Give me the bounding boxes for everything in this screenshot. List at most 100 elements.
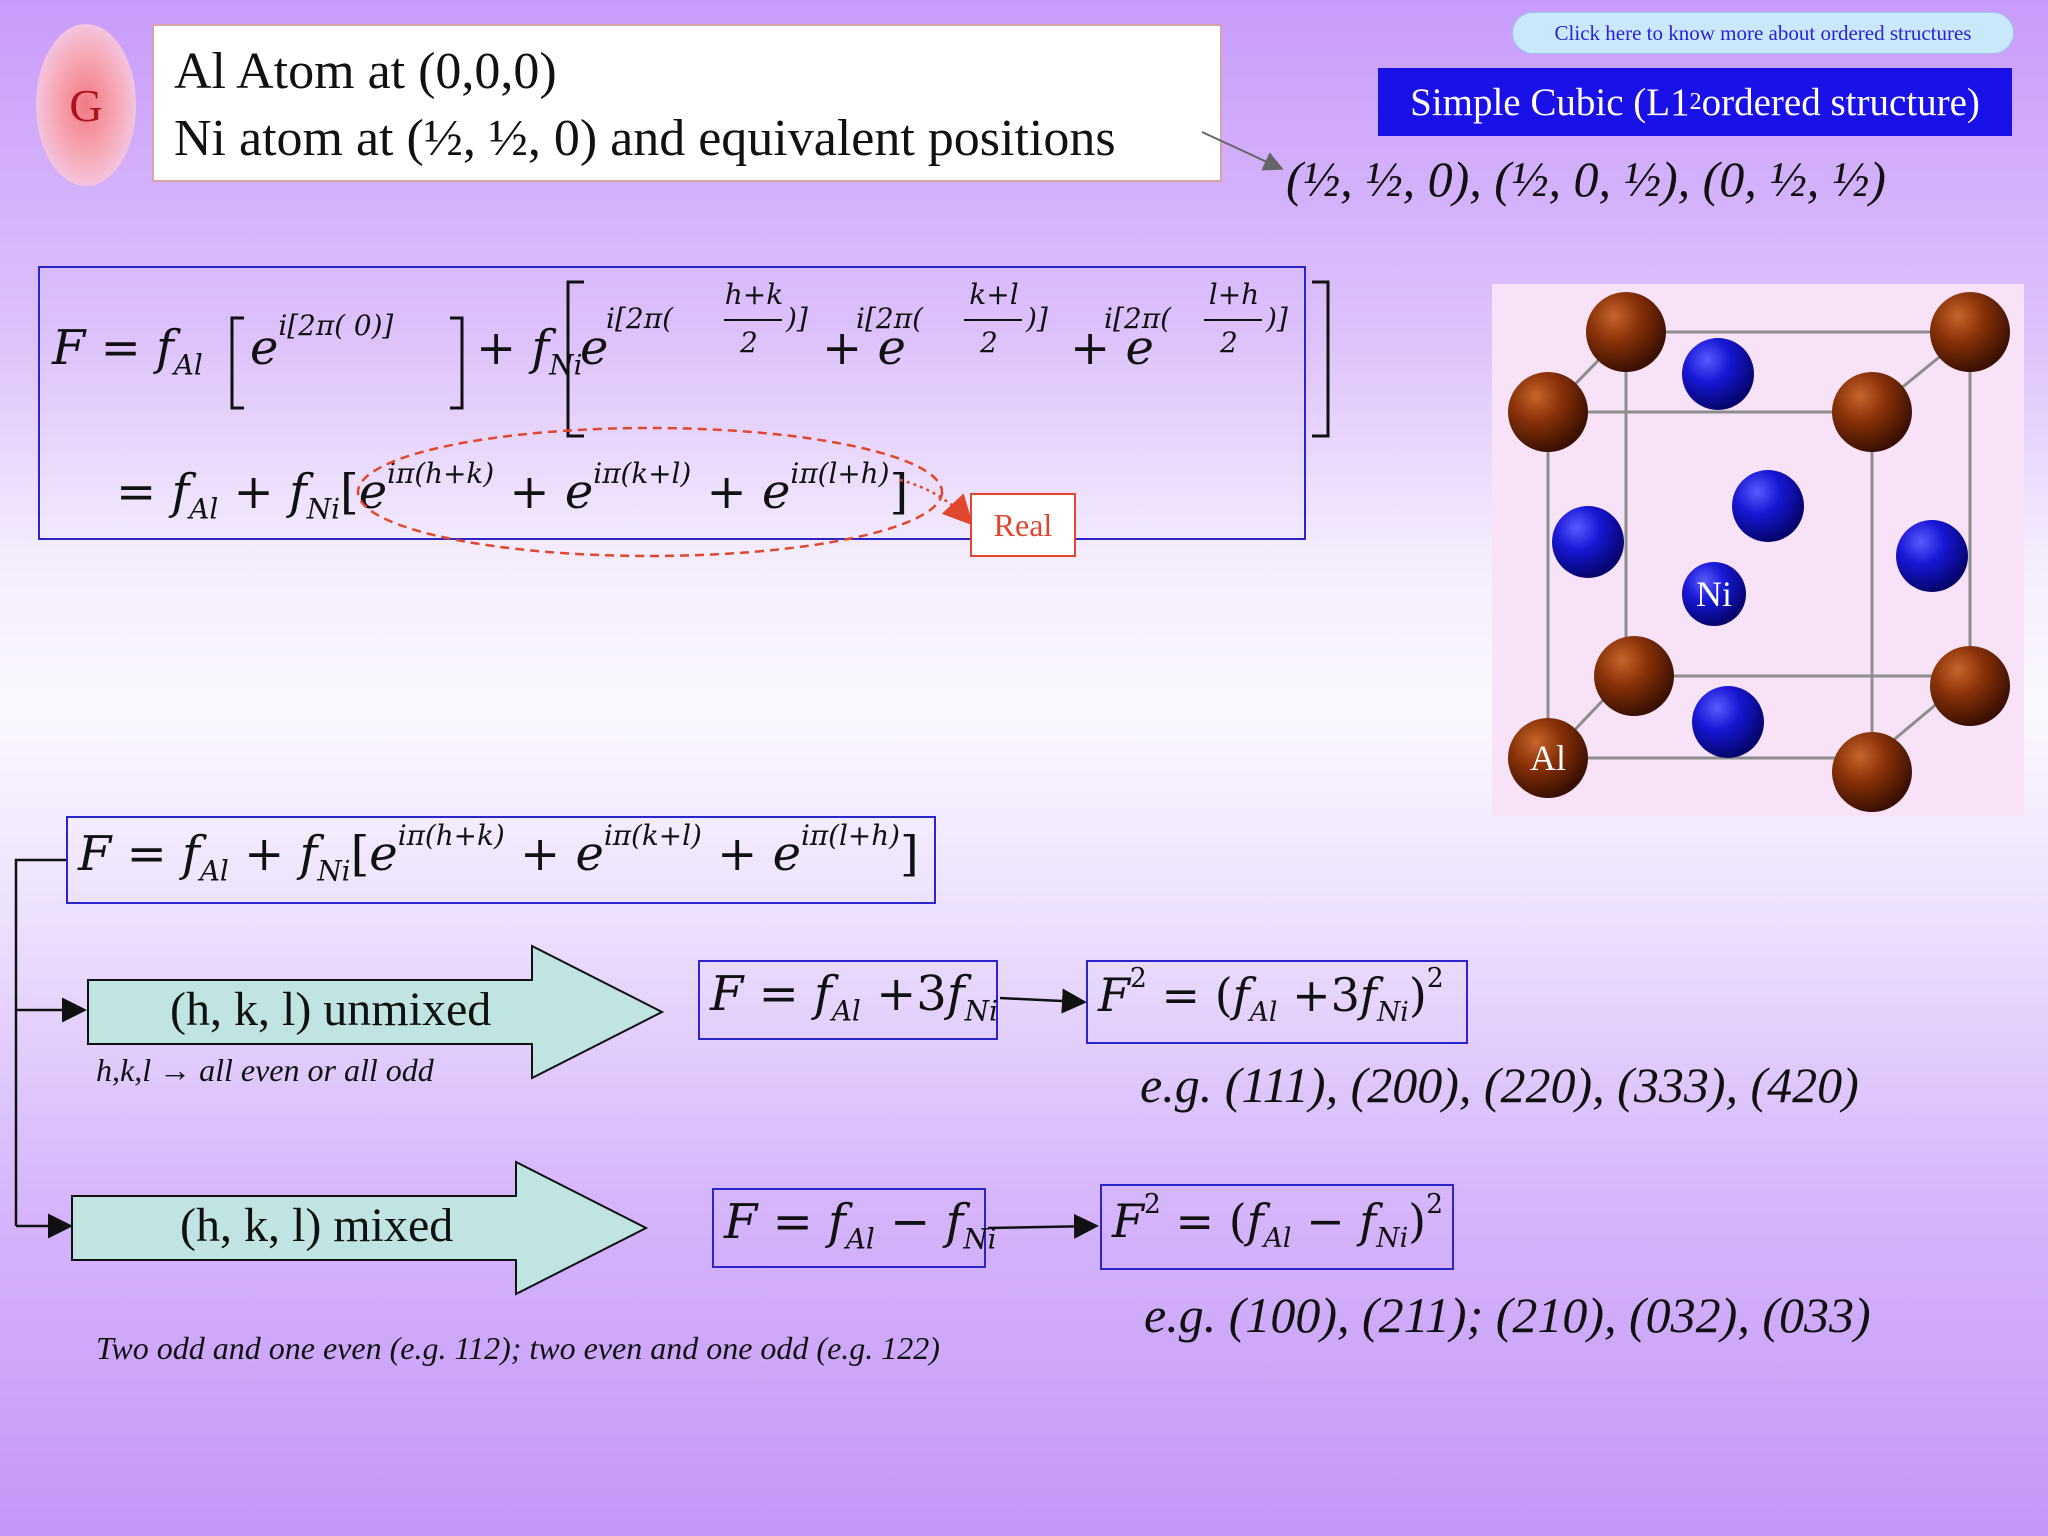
al-subscript: Al: [1263, 1223, 1292, 1255]
e-symbol: e: [250, 320, 279, 376]
unmixed-label: (h, k, l) unmixed: [170, 983, 492, 1036]
f-ni-symbol: f: [1359, 1194, 1377, 1248]
f-al-symbol: f: [828, 1194, 846, 1250]
frac2-num: k+l: [969, 278, 1019, 311]
al-subscript: Al: [189, 492, 219, 526]
exp-zero: i[2π( 0)]: [278, 309, 394, 342]
general-structure-factor: F = fAl + fNi[eiπ(h+k) + eiπ(k+l) + eiπ(…: [66, 816, 936, 904]
ni-exp-3-base: + e: [1070, 320, 1154, 376]
f-al-symbol: f: [156, 320, 174, 376]
ni-exp-2-base: + e: [822, 320, 906, 376]
ni-subscript: Ni: [964, 994, 998, 1028]
square-exponent: 2: [1426, 1188, 1444, 1220]
badge-letter: G: [69, 79, 103, 131]
lhs-F: F: [78, 826, 112, 882]
f-al-symbol: f: [171, 464, 190, 520]
e-symbol: e: [575, 826, 604, 882]
general-exp-3: iπ(l+h): [800, 819, 901, 852]
al-exponential: ei[2π( 0)]: [250, 309, 393, 376]
real-label: Real: [970, 493, 1076, 557]
f-ni-symbol: f: [1359, 968, 1377, 1022]
ni-exp-2-pre: i[2π(: [856, 302, 924, 335]
lhs-F: F: [1098, 968, 1130, 1022]
mixed-F: F = fAl − fNi: [724, 1194, 997, 1256]
f-ni-symbol: f: [945, 1194, 964, 1250]
al-atom-label: Al: [1530, 738, 1566, 778]
ni-subscript: Ni: [549, 348, 583, 382]
al-atom-text: Al Atom at (0,0,0): [174, 43, 557, 100]
structure-title-main: Simple Cubic (L1: [1410, 80, 1690, 124]
ni-subscript: Ni: [1376, 1223, 1409, 1255]
structure-factor-derivation: F = fAl ei[2π( 0)] + fNi e i[2π( h+k 2 )…: [38, 266, 1330, 540]
pointer-arrow: [1201, 131, 1284, 171]
mixed-label: (h, k, l) mixed: [180, 1199, 454, 1252]
unmixed-F: F = fAl +3fNi: [710, 966, 998, 1028]
l12-unit-cell-figure: Ni Al: [1492, 284, 2024, 816]
f-ni-symbol: f: [299, 826, 318, 882]
equivalent-positions: (½, ½, 0), (½, 0, ½), (0, ½, ½): [1286, 151, 1886, 207]
f-al-symbol: f: [182, 826, 200, 882]
ni-exp-2-post: )]: [1026, 302, 1048, 335]
line2-exp-3: iπ(l+h): [790, 457, 890, 490]
line2-exp-1: iπ(h+k): [387, 457, 495, 490]
ni-exp-1-pre: i[2π(: [606, 302, 673, 335]
mixed-arrow-shape: [71, 1160, 649, 1296]
al-subscript: Al: [831, 994, 861, 1028]
e-symbol: e: [564, 464, 594, 520]
unmixed-F2: F2 = (fAl +3fNi)2: [1098, 962, 1444, 1029]
ni-exp-1-base: e: [580, 320, 608, 376]
line2-exp-2: iπ(k+l): [593, 457, 692, 490]
ni-atom-text: Ni atom at (½, ½, 0) and equivalent posi…: [174, 110, 1116, 167]
al-subscript: Al: [199, 854, 229, 888]
ni-subscript: Ni: [317, 854, 351, 888]
f-al-symbol: f: [1246, 1194, 1264, 1248]
ni-exp-1-post: )]: [786, 302, 808, 335]
atom-positions-box: Al Atom at (0,0,0) Ni atom at (½, ½, 0) …: [152, 24, 1222, 182]
real-part-highlight: [356, 426, 974, 558]
ni-atoms: [1552, 338, 1968, 758]
unmixed-coefficient: 3: [1330, 968, 1360, 1022]
square-exponent: 2: [1129, 962, 1147, 994]
mixed-note: Two odd and one even (e.g. 112); two eve…: [96, 1330, 940, 1366]
e-symbol: e: [369, 826, 398, 882]
derivation-line-2: = fAl + fNi[eiπ(h+k) + eiπ(k+l) + eiπ(l+…: [116, 457, 909, 526]
ordered-structures-link[interactable]: Click here to know more about ordered st…: [1512, 12, 2014, 54]
e-symbol: e: [1125, 320, 1154, 376]
unit-cell-svg: Ni Al: [1508, 292, 2010, 812]
ni-atom-label: Ni: [1696, 574, 1732, 614]
al-atoms: [1508, 292, 2010, 812]
lhs-F: F: [1112, 1194, 1144, 1248]
square-exponent: 2: [1143, 1188, 1161, 1220]
square-exponent: 2: [1426, 962, 1444, 994]
f-ni-symbol: f: [946, 966, 965, 1022]
lhs-F: F: [52, 320, 86, 376]
frac1-num: h+k: [724, 278, 784, 311]
exp-pre: i[2π(: [606, 302, 674, 335]
e-symbol: e: [762, 464, 791, 520]
mixed-F2: F2 = (fAl − fNi)2: [1112, 1188, 1444, 1255]
unmixed-note: h,k,l → all even or all odd: [96, 1052, 434, 1088]
e-symbol: e: [877, 320, 906, 376]
derivation-line-1: F = fAl: [52, 320, 203, 382]
ni-exp-3-post: )]: [1266, 302, 1288, 335]
lhs-F: F: [710, 966, 744, 1022]
general-formula: F = fAl + fNi[eiπ(h+k) + eiπ(k+l) + eiπ(…: [78, 819, 919, 888]
unmixed-coefficient: 3: [916, 966, 947, 1022]
structure-title-end: ordered structure): [1701, 80, 1980, 124]
branch-connector: [14, 858, 87, 1239]
mixed-F2-box: F2 = (fAl − fNi)2: [1100, 1184, 1454, 1270]
frac2-den: 2: [980, 326, 998, 359]
e-symbol: e: [358, 464, 388, 520]
unmixed-square-arrow: [999, 988, 1087, 1014]
bracket-ni-term: [566, 280, 1330, 438]
mixed-F-box: F = fAl − fNi: [712, 1188, 997, 1268]
structure-title-sub: 2: [1689, 88, 1702, 115]
al-subscript: Al: [173, 348, 203, 382]
frac3-num: l+h: [1208, 278, 1260, 311]
al-subscript: Al: [1249, 997, 1278, 1029]
ni-subscript: Ni: [306, 492, 340, 526]
general-exp-2: iπ(k+l): [603, 819, 702, 852]
e-symbol: e: [772, 826, 801, 882]
frac3-den: 2: [1220, 326, 1238, 359]
